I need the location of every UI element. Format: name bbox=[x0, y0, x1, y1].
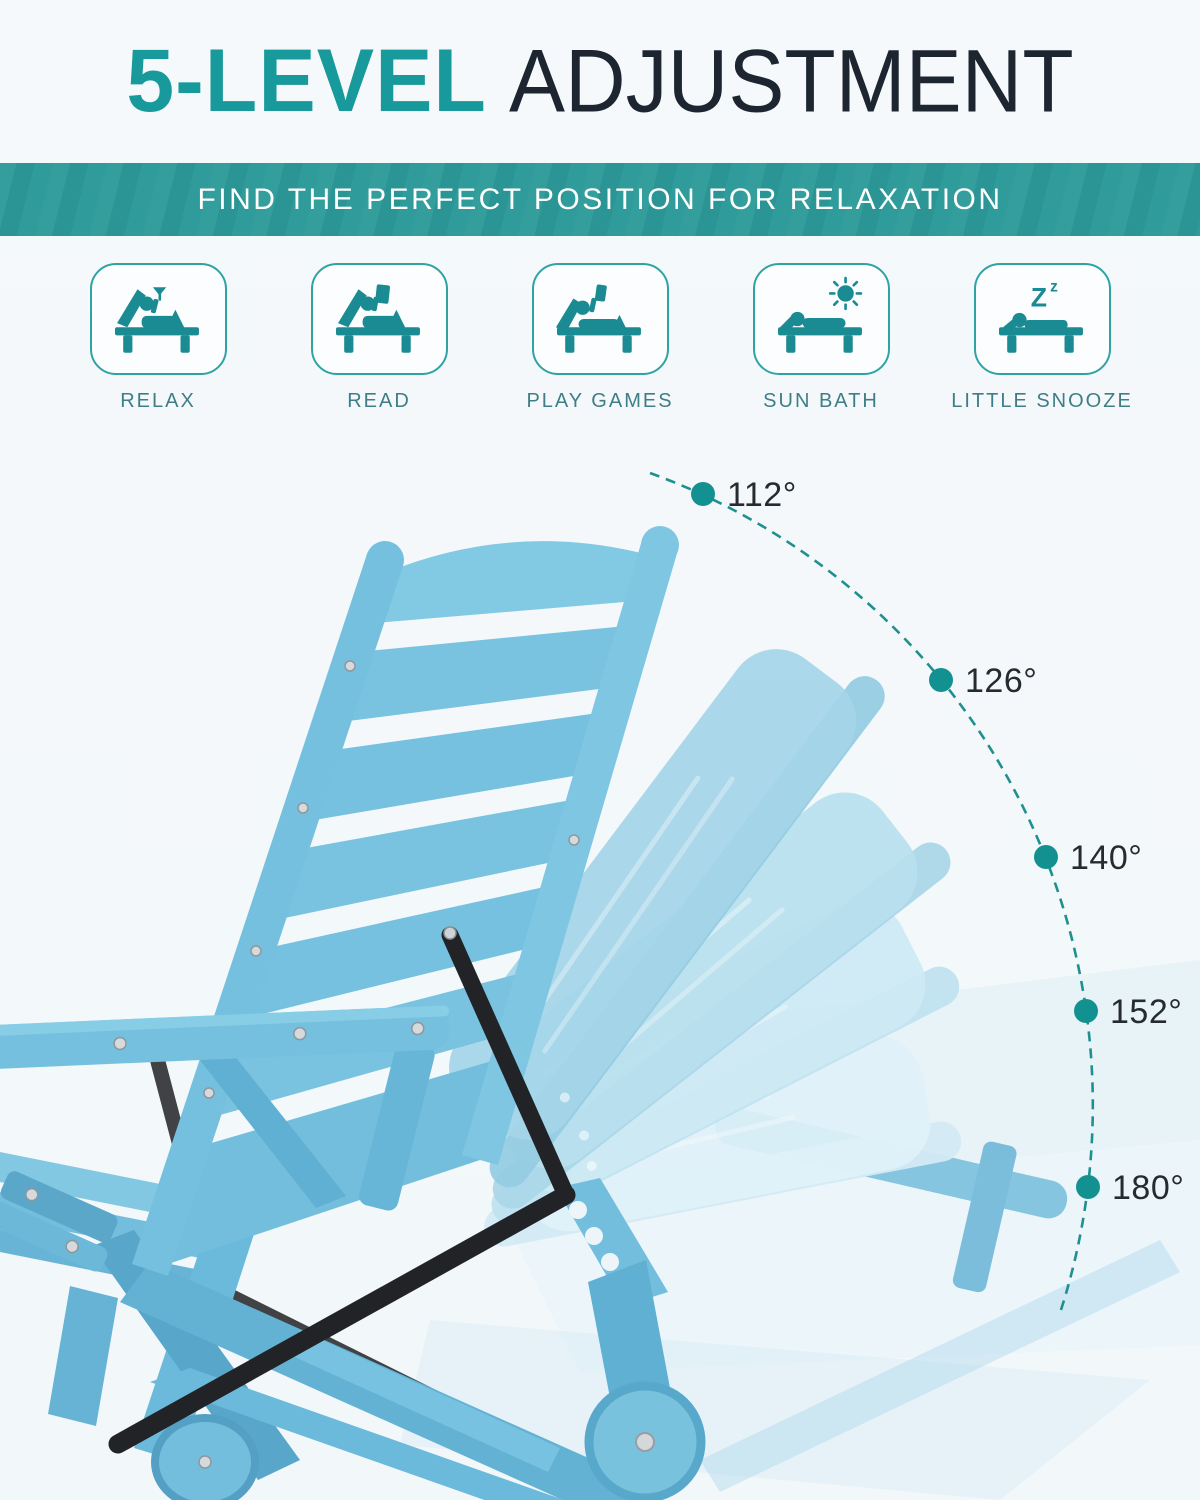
play-games-lounger-icon bbox=[555, 284, 641, 353]
subtitle-banner-text: FIND THE PERFECT POSITION FOR RELAXATION bbox=[197, 182, 1003, 216]
lounge-chair-hinge bbox=[0, 1171, 118, 1272]
angle-arc bbox=[649, 471, 1095, 1314]
position-item-sun-bath: SUN BATH bbox=[752, 263, 890, 440]
position-item-read: READ bbox=[310, 263, 448, 440]
lounge-chair-armrest bbox=[0, 1005, 450, 1211]
snooze-small-z-glyph: z bbox=[1050, 278, 1058, 295]
title-rest: ADJUSTMENT bbox=[508, 31, 1074, 131]
angle-markers: 112° 126° 140° 152° 180° bbox=[691, 476, 1184, 1207]
position-box bbox=[752, 263, 890, 375]
position-item-little-snooze: Z z LITTLE SNOOZE bbox=[951, 263, 1131, 440]
angle-dot-126 bbox=[929, 668, 953, 692]
snooze-z-glyph: Z bbox=[1031, 283, 1047, 313]
chaise-lounge-illustration: 112° 126° 140° 152° 180° bbox=[0, 471, 1200, 1500]
lounge-chair-seat bbox=[120, 1262, 660, 1500]
sun-bath-lounger-icon bbox=[778, 276, 863, 353]
sun-rays bbox=[828, 276, 863, 311]
angle-dot-152 bbox=[1074, 999, 1098, 1023]
position-box bbox=[310, 263, 448, 375]
position-label: RELAX bbox=[120, 390, 196, 412]
position-item-play-games: PLAY GAMES bbox=[526, 263, 672, 440]
lounge-chair-rear-leg-and-wheel bbox=[584, 1260, 706, 1500]
position-box: Z z bbox=[973, 263, 1111, 375]
angle-label-126: 126° bbox=[965, 662, 1037, 700]
position-label: READ bbox=[347, 390, 411, 412]
angle-dot-180 bbox=[1076, 1175, 1100, 1199]
title-accent: 5-LEVEL bbox=[126, 31, 487, 131]
subtitle-banner: FIND THE PERFECT POSITION FOR RELAXATION bbox=[0, 163, 1200, 236]
position-box bbox=[89, 263, 227, 375]
angle-dot-112 bbox=[691, 482, 715, 506]
angle-label-140: 140° bbox=[1070, 839, 1142, 877]
angle-label-180: 180° bbox=[1112, 1169, 1184, 1207]
position-label: SUN BATH bbox=[763, 390, 879, 412]
angle-label-112: 112° bbox=[727, 476, 797, 514]
position-label: PLAY GAMES bbox=[526, 390, 674, 412]
page-title: 5-LEVEL ADJUSTMENT bbox=[0, 0, 1200, 163]
near-support-strut bbox=[108, 926, 576, 1454]
position-label: LITTLE SNOOZE bbox=[951, 390, 1133, 412]
read-lounger-icon bbox=[336, 284, 420, 353]
relax-lounger-icon bbox=[115, 287, 199, 353]
angle-label-152: 152° bbox=[1110, 993, 1182, 1031]
position-item-relax: RELAX bbox=[89, 263, 227, 440]
position-box bbox=[531, 263, 669, 375]
little-snooze-lounger-icon: Z z bbox=[999, 278, 1083, 353]
position-icons-row: RELAX READ bbox=[0, 236, 1200, 440]
recline-angle-diagram: 112° 126° 140° 152° 180° bbox=[0, 440, 1200, 1500]
angle-dot-140 bbox=[1034, 845, 1058, 869]
